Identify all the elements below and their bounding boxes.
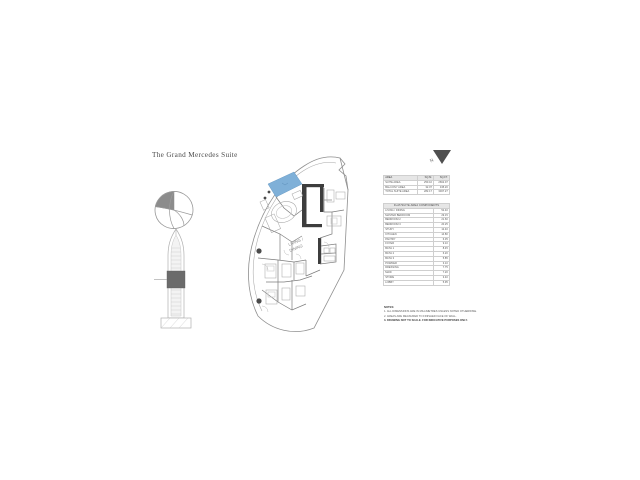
summary-cell-label: TOTAL SUITE AREA <box>382 189 419 196</box>
room-label-living: LIVING / <box>288 236 305 247</box>
plan-furniture-living <box>259 189 304 233</box>
north-arrow-triangle <box>433 150 451 164</box>
plan-room-labels: LIVING / DINING <box>288 236 305 253</box>
summary-cell-sqft: 3037.27 <box>433 189 450 196</box>
tower-elevation-diagram <box>152 226 200 332</box>
room-label-dining: DINING <box>289 243 304 253</box>
key-plan-divider-a <box>169 191 175 229</box>
balcony-marker <box>281 182 289 186</box>
key-plan-diagram <box>148 190 200 230</box>
footnote-line: 1. ALL DIMENSIONS ARE IN MILLIMETRES UNL… <box>384 310 477 314</box>
footnotes-block: NOTES:1. ALL DIMENSIONS ARE IN MILLIMETR… <box>384 306 477 324</box>
component-cell-area: 5.95 <box>433 279 450 286</box>
plan-furniture-bedrooms <box>264 262 306 305</box>
tower-podium-hatch <box>160 317 189 329</box>
floor-plan-drawing: LIVING / DINING <box>232 150 360 340</box>
tower-body <box>154 228 192 329</box>
tower-level-marker <box>166 270 186 289</box>
footnote-line: 3. DRAWING NOT TO SCALE. FOR INDICATIVE … <box>384 319 468 323</box>
component-cell-label: LOBBY <box>382 279 435 286</box>
area-components-table: FLAT/SUITE AREA COMPONENTS LIVING / DINI… <box>382 203 450 286</box>
plan-door-swings <box>261 241 330 313</box>
north-arrow-icon <box>427 148 453 170</box>
key-plan-divider-c <box>173 209 185 227</box>
plan-columns <box>256 190 271 304</box>
footnote-line: 2. AREAS ARE MEASURED TO FINISHED FACE O… <box>384 314 457 318</box>
plan-facade-jog <box>338 157 349 191</box>
plan-core-walls <box>302 184 324 264</box>
tower-podium <box>160 317 192 329</box>
plan-inner-wall-line <box>252 162 337 312</box>
summary-cell-sqm: 282.17 <box>417 189 435 196</box>
plan-furniture-right <box>323 189 346 262</box>
page-title: The Grand Mercedes Suite <box>152 151 238 159</box>
key-plan-outline <box>154 191 194 229</box>
footnote-line: NOTES: <box>384 306 395 309</box>
tower-floor-lines <box>171 247 181 315</box>
key-plan-shape <box>154 191 194 229</box>
